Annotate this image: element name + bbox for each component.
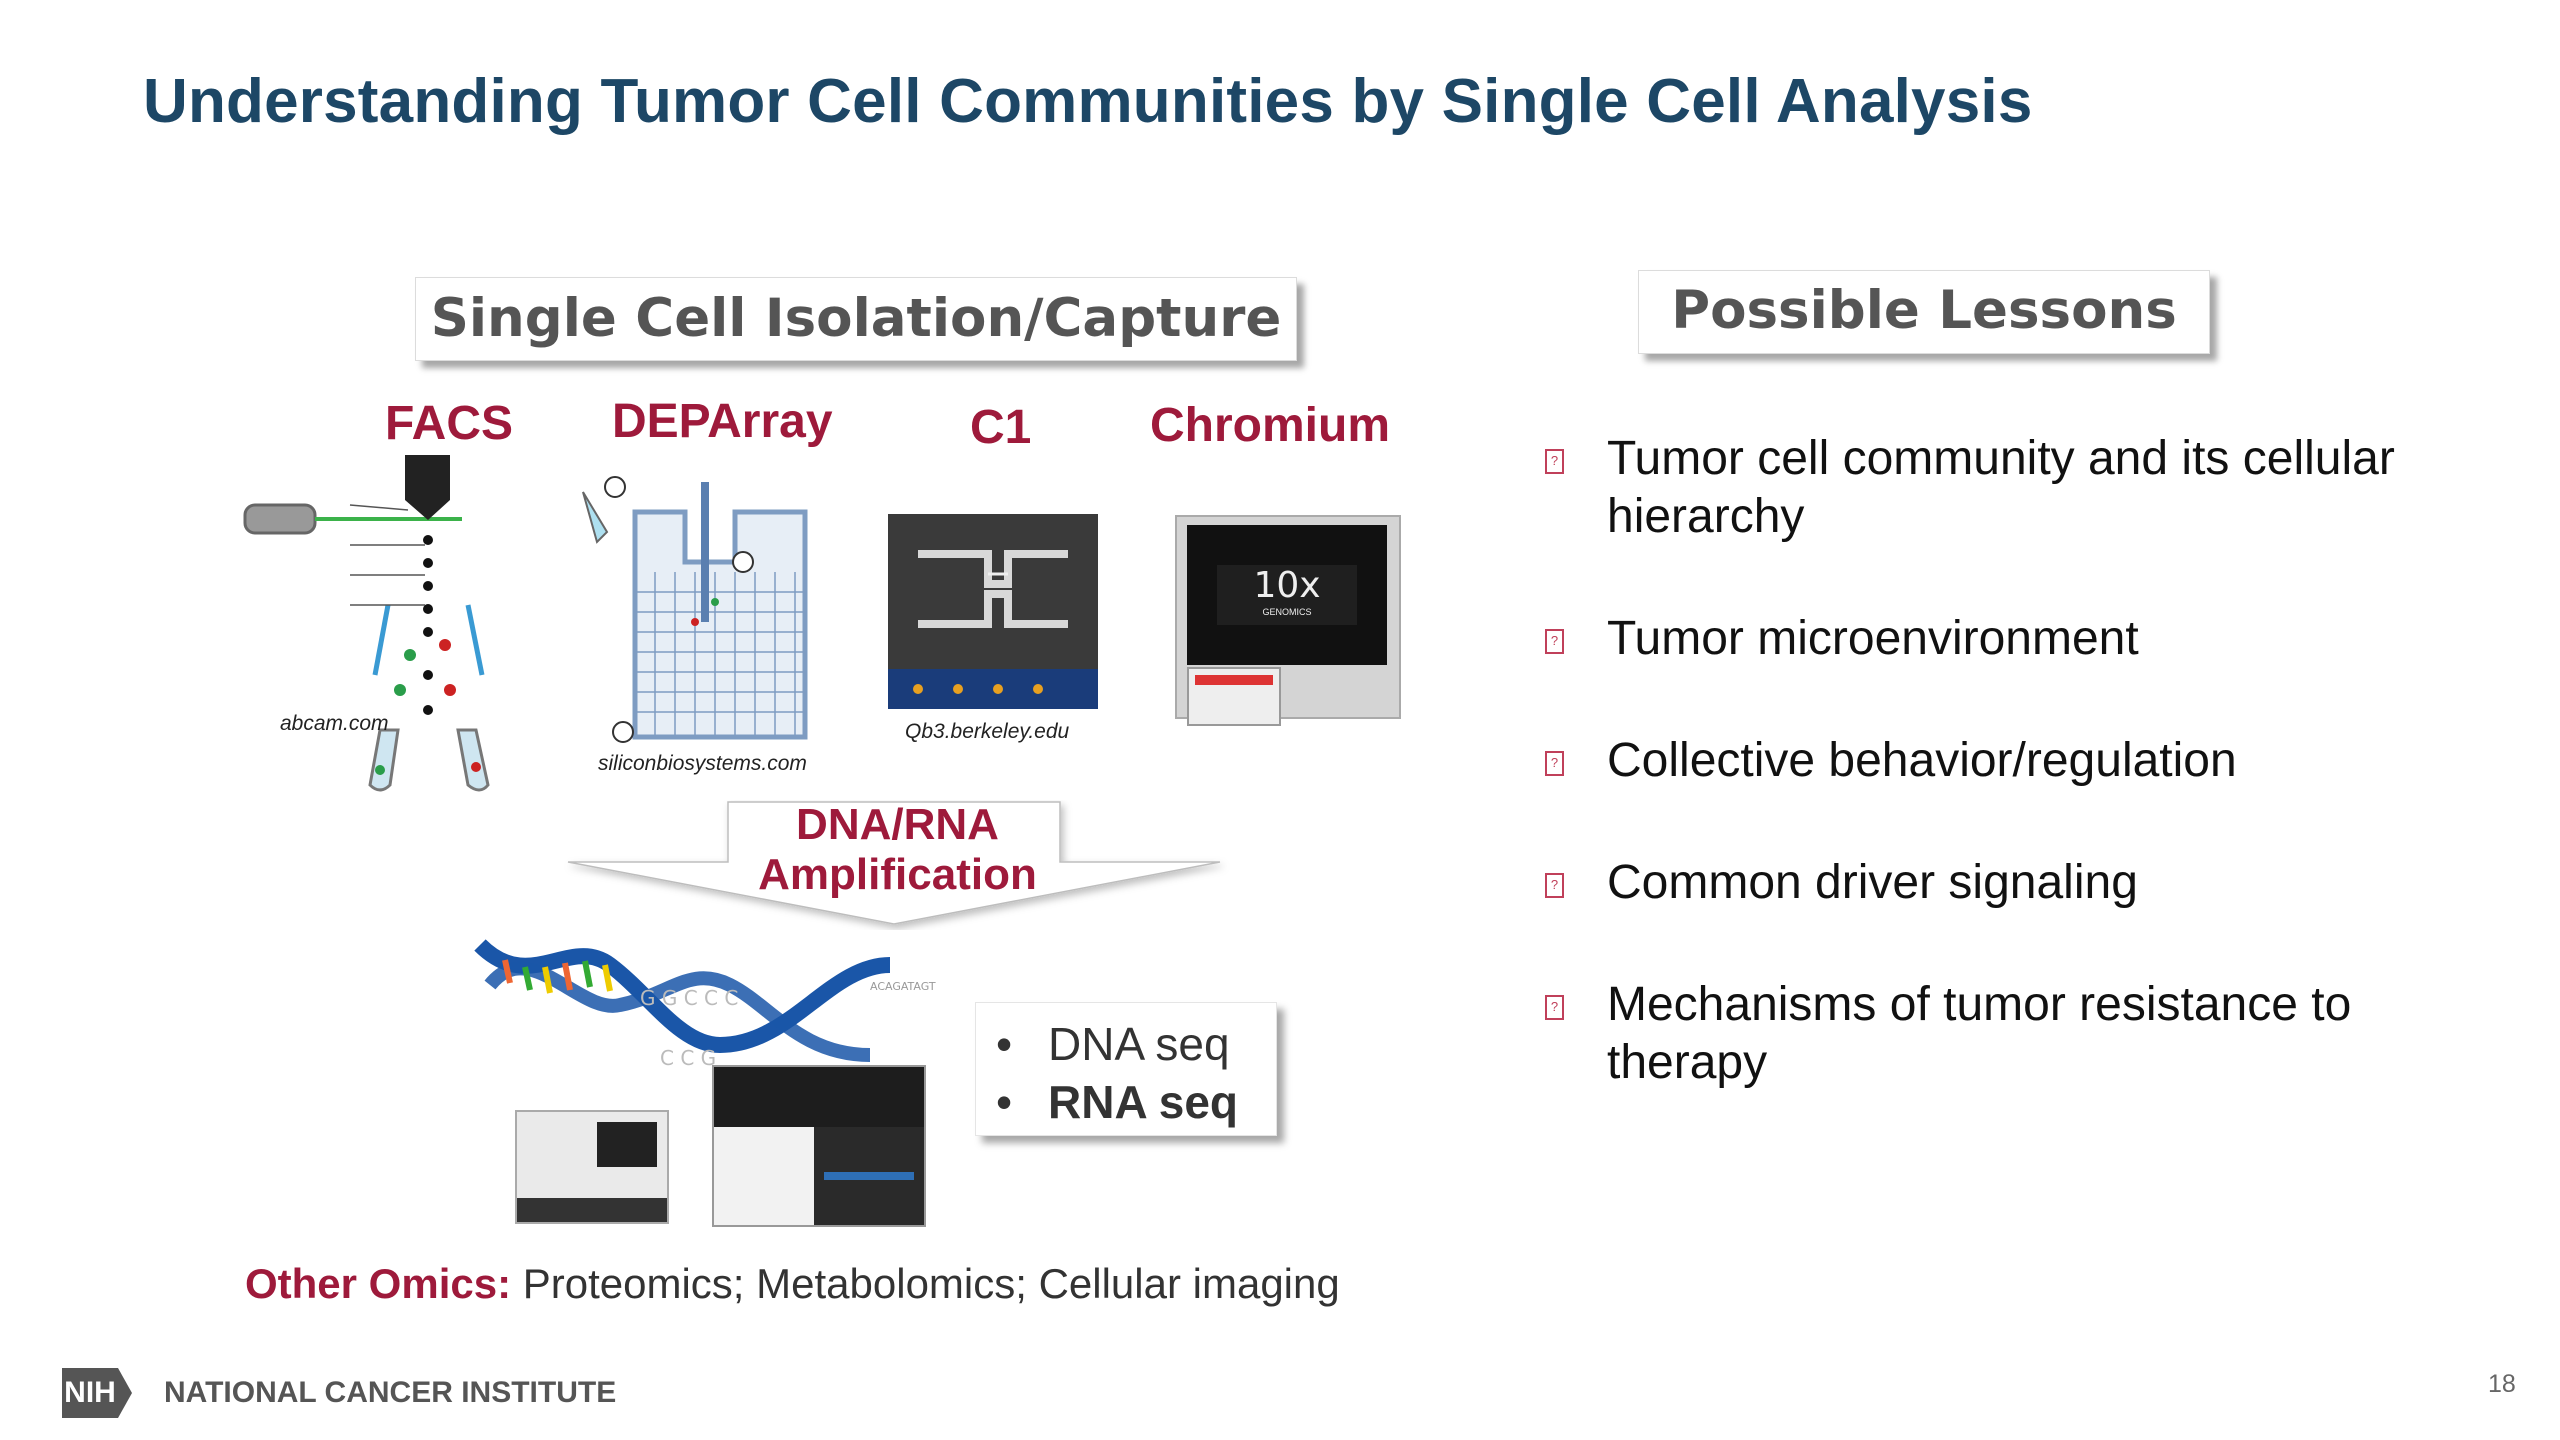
tenx-logo: 10x GENOMICS bbox=[1217, 565, 1357, 625]
missing-glyph-bullet-icon: ? bbox=[1545, 995, 1564, 1020]
lesson-item: ? Common driver signaling bbox=[1545, 854, 2405, 912]
sequencing-box: • DNA seq • RNA seq bbox=[975, 1002, 1277, 1136]
lessons-list: ? Tumor cell community and its cellular h… bbox=[1545, 430, 2405, 1156]
chromium-chip-tray bbox=[1187, 667, 1281, 726]
tenx-logo-text: 10x bbox=[1253, 565, 1321, 606]
lesson-text: Collective behavior/regulation bbox=[1607, 734, 2237, 787]
lesson-text: Tumor microenvironment bbox=[1607, 612, 2139, 665]
possible-lessons-header: Possible Lessons bbox=[1638, 270, 2210, 354]
bullet-dot: • bbox=[996, 1076, 1013, 1128]
lesson-text: Mechanisms of tumor resistance to therap… bbox=[1607, 978, 2352, 1089]
missing-glyph-bullet-icon: ? bbox=[1545, 629, 1564, 654]
slide-title: Understanding Tumor Cell Communities by … bbox=[143, 67, 2033, 136]
tech-label-chromium: Chromium bbox=[1150, 399, 1390, 452]
lesson-item: ? Tumor microenvironment bbox=[1545, 610, 2405, 668]
sequencer-small-screen bbox=[597, 1122, 657, 1167]
missing-glyph-bullet-icon: ? bbox=[1545, 449, 1564, 474]
amplification-arrow bbox=[567, 801, 1221, 925]
tech-label-c1: C1 bbox=[970, 401, 1032, 454]
lesson-text: Common driver signaling bbox=[1607, 856, 2138, 909]
deparray-credit: siliconbiosystems.com bbox=[598, 752, 807, 775]
nci-footer-logo: NIH NATIONAL CANCER INSTITUTE bbox=[62, 1368, 616, 1418]
c1-credit: Qb3.berkeley.edu bbox=[905, 720, 1070, 743]
institute-name: NATIONAL CANCER INSTITUTE bbox=[164, 1376, 617, 1409]
lesson-item: ? Collective behavior/regulation bbox=[1545, 732, 2405, 790]
amplification-line1: DNA/RNA bbox=[796, 800, 999, 849]
tenx-logo-subtext: GENOMICS bbox=[1262, 607, 1312, 617]
deparray-chip-illustration bbox=[582, 476, 808, 743]
page-number: 18 bbox=[2488, 1370, 2516, 1398]
lesson-item: ? Mechanisms of tumor resistance to thera… bbox=[1545, 976, 2405, 1092]
lesson-text: Tumor cell community and its cellular hi… bbox=[1607, 432, 2395, 543]
other-omics-line: Other Omics: Proteomics; Metabolomics; C… bbox=[245, 1260, 1340, 1308]
facs-illustration bbox=[243, 455, 490, 792]
bullet-dot: • bbox=[996, 1018, 1013, 1070]
sequencer-large-top bbox=[714, 1067, 924, 1127]
amplification-line2: Amplification bbox=[758, 850, 1037, 899]
sequencing-item-rna: • RNA seq bbox=[996, 1075, 1238, 1129]
missing-glyph-bullet-icon: ? bbox=[1545, 873, 1564, 898]
tech-label-facs: FACS bbox=[385, 397, 514, 450]
dna-letters-1: G G C C C bbox=[640, 986, 738, 1010]
tech-label-deparray: DEPArray bbox=[612, 395, 833, 448]
sequencing-label-rna: RNA seq bbox=[1048, 1076, 1238, 1128]
chromium-instrument-image: 10x GENOMICS bbox=[1175, 515, 1401, 726]
other-omics-text: Proteomics; Metabolomics; Cellular imagi… bbox=[522, 1260, 1340, 1307]
chip-label-strip bbox=[1195, 675, 1273, 685]
lesson-item: ? Tumor cell community and its cellular h… bbox=[1545, 430, 2405, 546]
nih-chevron-icon bbox=[118, 1368, 132, 1418]
dna-helix-illustration: G G C C C C C G ACAGATAGT bbox=[474, 939, 936, 1070]
chromium-screen: 10x GENOMICS bbox=[1187, 525, 1387, 665]
sequencer-small bbox=[515, 1110, 669, 1224]
sequencer-small-base bbox=[517, 1198, 667, 1222]
sequencing-label-dna: DNA seq bbox=[1048, 1018, 1230, 1070]
missing-glyph-bullet-icon: ? bbox=[1545, 751, 1564, 776]
sequencer-large bbox=[712, 1065, 926, 1227]
dna-letters-3: ACAGATAGT bbox=[870, 980, 936, 993]
isolation-capture-header: Single Cell Isolation/Capture bbox=[415, 277, 1297, 361]
nih-logo-mark: NIH bbox=[62, 1368, 118, 1418]
other-omics-label: Other Omics: bbox=[245, 1260, 512, 1307]
c1-chip-image bbox=[888, 514, 1098, 709]
dna-letters-2: C C G bbox=[660, 1046, 716, 1070]
sequencing-item-dna: • DNA seq bbox=[996, 1017, 1230, 1071]
facs-credit: abcam.com bbox=[280, 712, 389, 735]
sequencer-large-stripe bbox=[824, 1172, 914, 1180]
